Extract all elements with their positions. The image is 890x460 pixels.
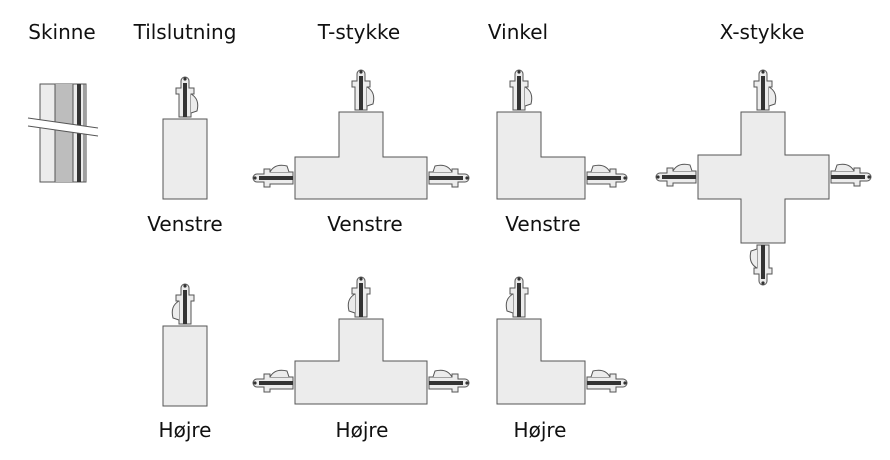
label-t-piece-right: Højre (335, 418, 389, 442)
header-rail: Skinne (28, 20, 96, 44)
rail-profile (27, 83, 99, 183)
t-piece-right-piece (252, 276, 470, 405)
label-angle-right: Højre (513, 418, 567, 442)
t-piece-left-piece (252, 69, 470, 200)
header-t-piece: T-stykke (317, 20, 401, 44)
angle-left-piece (496, 69, 628, 200)
header-x-piece: X-stykke (719, 20, 805, 44)
label-connection-left: Venstre (147, 212, 223, 236)
x-piece-piece (655, 69, 872, 286)
connection-right-piece (162, 283, 208, 407)
label-angle-left: Venstre (505, 212, 581, 236)
header-angle: Vinkel (487, 20, 549, 44)
label-t-piece-left: Venstre (327, 212, 403, 236)
angle-right-piece (496, 276, 628, 405)
label-connection-right: Højre (158, 418, 212, 442)
header-connection: Tilslutning (133, 20, 237, 44)
connection-left-piece (162, 76, 208, 200)
